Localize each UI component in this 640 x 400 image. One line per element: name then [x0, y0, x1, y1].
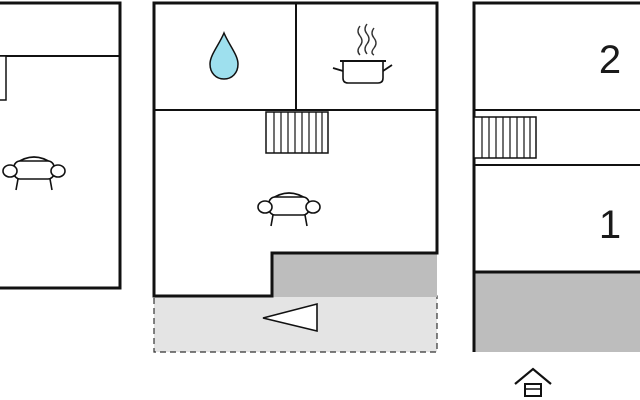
right-block — [472, 1, 640, 397]
room-number-1: 1 — [598, 203, 622, 247]
armchair-icon — [257, 192, 321, 227]
water-drop-icon — [209, 31, 239, 80]
dark-area — [474, 272, 640, 352]
armchair-icon — [2, 156, 66, 191]
door-frame — [0, 55, 7, 101]
house-entrance-icon — [514, 367, 552, 397]
arrow-left-triangle-icon — [262, 302, 318, 333]
middle-block — [152, 1, 439, 353]
left-block — [0, 1, 122, 290]
stairs — [265, 111, 329, 154]
dark-area — [272, 253, 437, 297]
room-number-2: 2 — [598, 38, 622, 82]
cooking-pot-icon — [332, 23, 393, 84]
stairs — [473, 116, 537, 159]
